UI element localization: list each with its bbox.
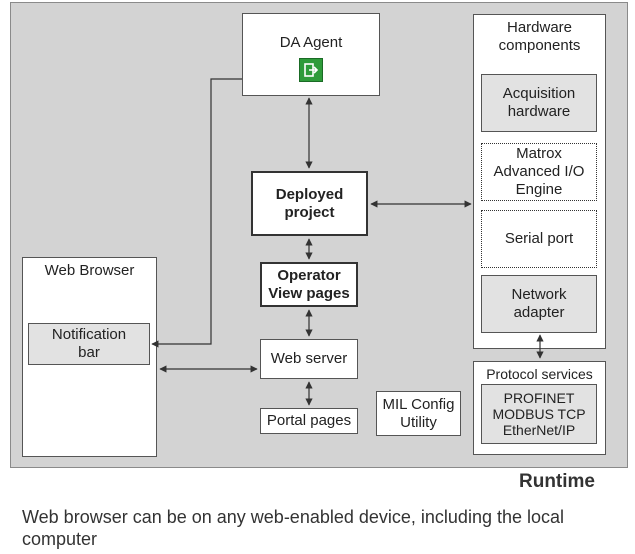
acquisition-hardware-box: Acquisition hardware	[481, 74, 597, 132]
matrox-io-engine-label: Matrox Advanced I/O Engine	[493, 145, 585, 198]
web-browser-title: Web Browser	[44, 262, 135, 279]
portal-pages-box: Portal pages	[260, 408, 358, 434]
protocol-services-title: Protocol services	[486, 366, 593, 382]
deployed-project-box: Deployed project	[251, 171, 368, 236]
acquisition-hardware-label: Acquisition hardware	[502, 85, 576, 120]
protocol-item: EtherNet/IP	[502, 422, 576, 438]
deployed-project-label: Deployed project	[275, 185, 344, 221]
operator-view-pages-label: Operator View pages	[268, 266, 350, 302]
matrox-io-engine-box: Matrox Advanced I/O Engine	[481, 143, 597, 201]
da-agent-box: DA Agent	[242, 13, 380, 96]
protocol-list-box: PROFINET MODBUS TCP EtherNet/IP	[481, 384, 597, 444]
caption-text: Web browser can be on any web-enabled de…	[22, 507, 565, 549]
network-adapter-label: Network adapter	[511, 286, 567, 321]
protocol-item: MODBUS TCP	[492, 406, 586, 422]
serial-port-label: Serial port	[504, 230, 574, 247]
serial-port-box: Serial port	[481, 210, 597, 268]
operator-view-pages-box: Operator View pages	[260, 262, 358, 307]
arrow-agent-notification	[151, 78, 242, 348]
portal-pages-label: Portal pages	[266, 412, 352, 429]
mil-config-utility-label: MIL Config Utility	[382, 395, 455, 431]
hardware-components-title: Hardware components	[498, 19, 581, 54]
protocol-item: PROFINET	[503, 390, 575, 406]
mil-config-utility-box: MIL Config Utility	[376, 391, 461, 436]
notification-bar-label: Notification bar	[51, 326, 127, 361]
da-agent-label: DA Agent	[279, 34, 343, 51]
runtime-label: Runtime	[519, 471, 595, 492]
web-server-label: Web server	[270, 350, 348, 367]
exit-door-icon	[299, 58, 323, 82]
notification-bar-box: Notification bar	[28, 323, 150, 365]
network-adapter-box: Network adapter	[481, 275, 597, 333]
web-server-box: Web server	[260, 339, 358, 379]
